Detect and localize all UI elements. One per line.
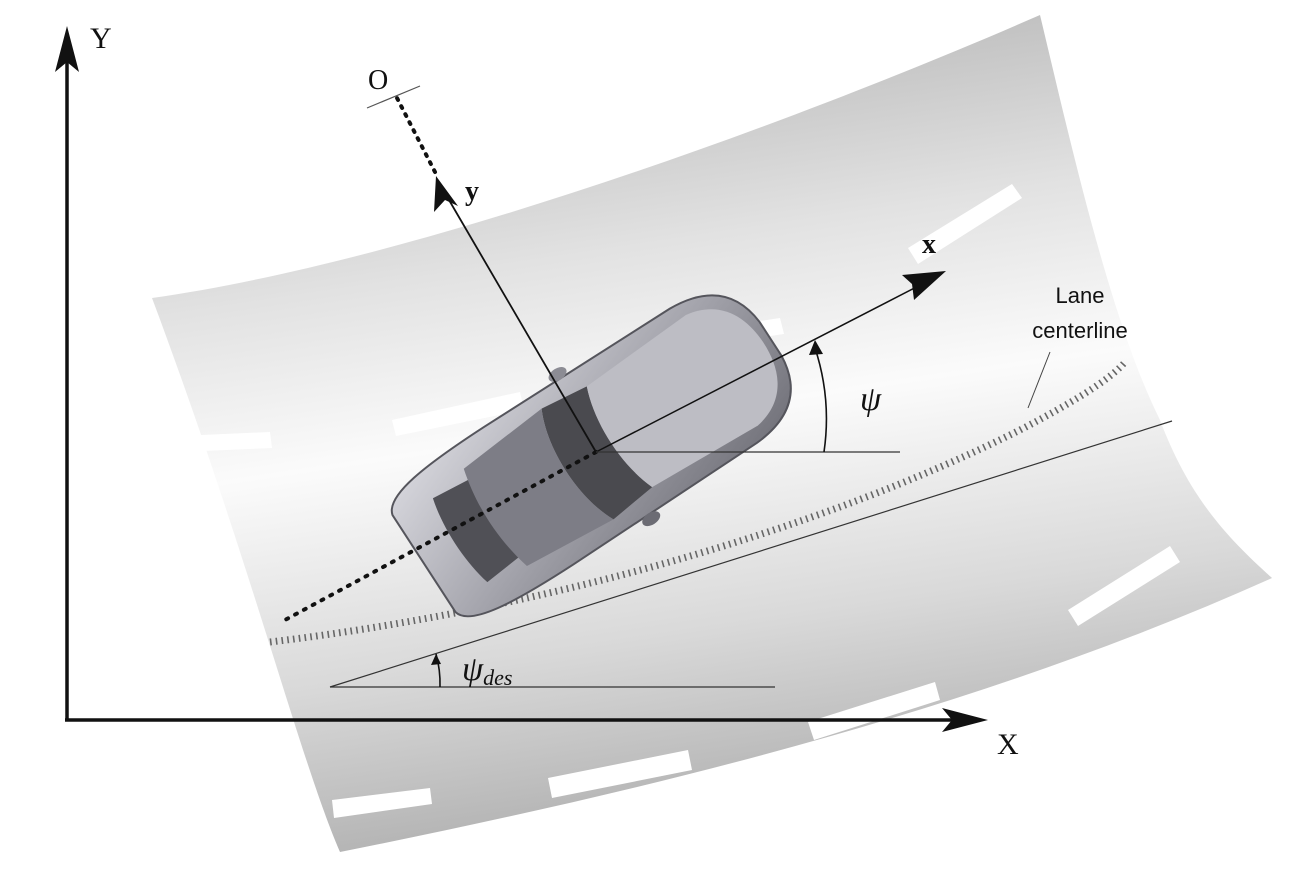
- body-x-extension: [283, 450, 598, 622]
- desired-heading-subscript: des: [483, 665, 512, 690]
- lane-centerline-label-line1: Lane: [1056, 283, 1105, 308]
- body-x-label: x: [922, 229, 936, 260]
- lane-centerline-leader: [1027, 351, 1051, 409]
- desired-heading-arrowhead: [431, 654, 441, 665]
- lane-dash: [908, 184, 1022, 264]
- origin-label: O: [368, 65, 388, 96]
- lane-markings: [178, 184, 1180, 818]
- lane-centerline-label-line2: centerline: [1032, 318, 1127, 343]
- body-y-arrowhead: [434, 176, 458, 212]
- desired-heading-line: [329, 420, 1173, 688]
- global-x-arrowhead: [942, 708, 988, 732]
- car-mirror-right: [642, 511, 661, 527]
- car: [390, 294, 792, 618]
- lane-dash: [178, 432, 272, 452]
- heading-angle-label: ψ: [860, 381, 882, 418]
- global-y-label: Y: [90, 22, 112, 55]
- desired-heading-label: ψdes: [462, 651, 512, 690]
- lane-centerline: [269, 359, 1128, 646]
- body-x-axis: [595, 279, 931, 453]
- lane-dash: [332, 788, 432, 818]
- global-y-arrowhead: [55, 26, 79, 72]
- heading-arrowhead: [809, 340, 823, 355]
- car-rear-window: [432, 478, 521, 583]
- lane-dash: [1068, 546, 1180, 626]
- global-x-label: X: [997, 728, 1019, 761]
- origin-tick: [366, 85, 421, 109]
- car-hood: [586, 309, 778, 488]
- lane-dash: [392, 392, 524, 436]
- car-roof: [463, 408, 614, 566]
- body-x-arrowhead: [902, 271, 946, 300]
- lane-dash: [808, 682, 940, 740]
- body-y-axis: [441, 187, 597, 453]
- heading-arc: [814, 347, 828, 453]
- turn-radius-line: [394, 94, 437, 174]
- lane-dash: [548, 750, 692, 798]
- body-y-label: y: [465, 176, 479, 207]
